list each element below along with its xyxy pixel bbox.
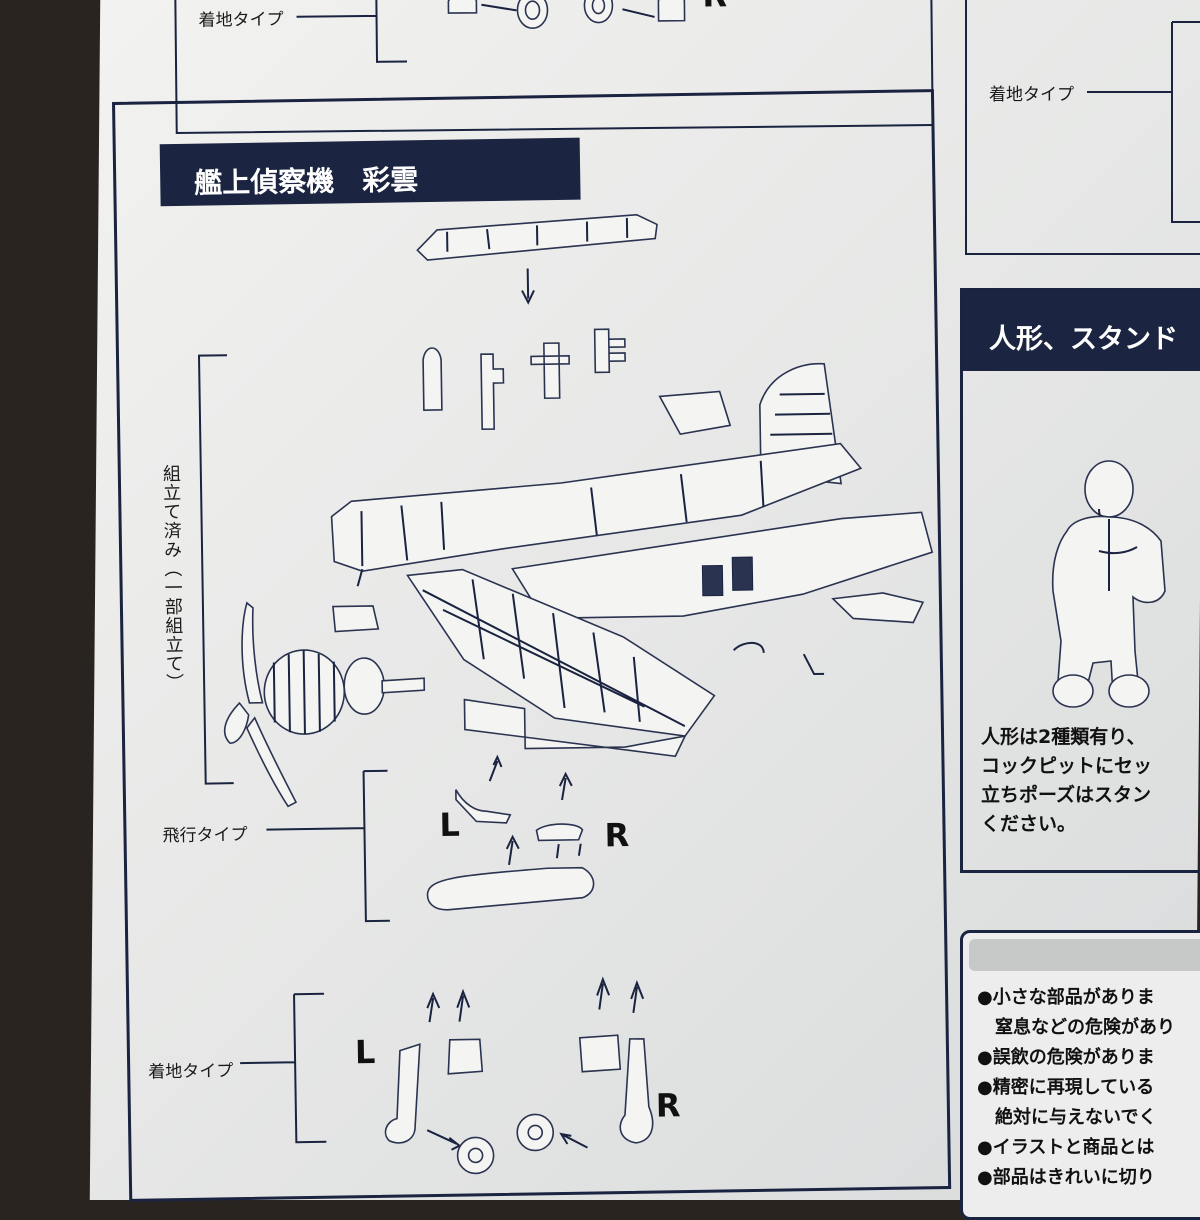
bracket-lines bbox=[1087, 21, 1200, 223]
caution-panel: ●小さな部品がありま 窒息などの危険があり ●誤飲の危険がありま ●精密に再現し… bbox=[960, 930, 1200, 1220]
landing-right-label: R bbox=[655, 1086, 681, 1125]
landing-type-label-right: 着地タイプ bbox=[989, 85, 1074, 105]
caution-item-2: 窒息などの危険があり bbox=[977, 1017, 1175, 1038]
caution-item-1: ●小さな部品がありま bbox=[977, 987, 1155, 1008]
caution-item-3: ●誤飲の危険がありま bbox=[977, 1047, 1155, 1068]
previous-section-panel: 着地タイプ R bbox=[174, 0, 934, 134]
figure-note-line-4: ください。 bbox=[981, 813, 1077, 835]
caution-header-bar bbox=[969, 939, 1200, 971]
figure-note-line-1: 人形は2種類有り、 bbox=[981, 726, 1146, 748]
aircraft-exploded-drawing bbox=[197, 213, 934, 808]
flight-type-parts-drawing bbox=[266, 754, 595, 923]
caution-item-5: 絶対に与えないでく bbox=[977, 1107, 1157, 1128]
caution-item-7: ●部品はきれいに切り bbox=[977, 1167, 1155, 1188]
caution-item-6: ●イラストと商品とは bbox=[977, 1137, 1155, 1158]
landing-type-parts-drawing bbox=[240, 976, 654, 1175]
caution-item-4: ●精密に再現している bbox=[977, 1077, 1155, 1098]
figure-note-line-3: 立ちポーズはスタン bbox=[981, 784, 1152, 806]
assembled-label: 組立て済み（一部組立て） bbox=[159, 463, 185, 693]
flight-left-label: L bbox=[439, 805, 461, 844]
flight-right-label: R bbox=[604, 815, 630, 855]
saiun-section-panel: 艦上偵察機 彩雲 bbox=[112, 89, 952, 1202]
pilot-figure-drawing bbox=[1051, 460, 1166, 708]
figure-stand-title: 人形、スタンド bbox=[963, 291, 1200, 371]
right-side-label: R bbox=[702, 0, 727, 14]
figure-stand-panel: 人形、スタンド 人形は2種類有り、 コックピットにセッ 立ちポーズはスタン くだ… bbox=[960, 288, 1200, 873]
right-upper-panel: 着地タイプ bbox=[965, 0, 1200, 255]
landing-left-label: L bbox=[354, 1032, 376, 1072]
figure-note-line-2: コックピットにセッ bbox=[981, 755, 1153, 777]
landing-gear-parts-drawing bbox=[296, 0, 686, 63]
